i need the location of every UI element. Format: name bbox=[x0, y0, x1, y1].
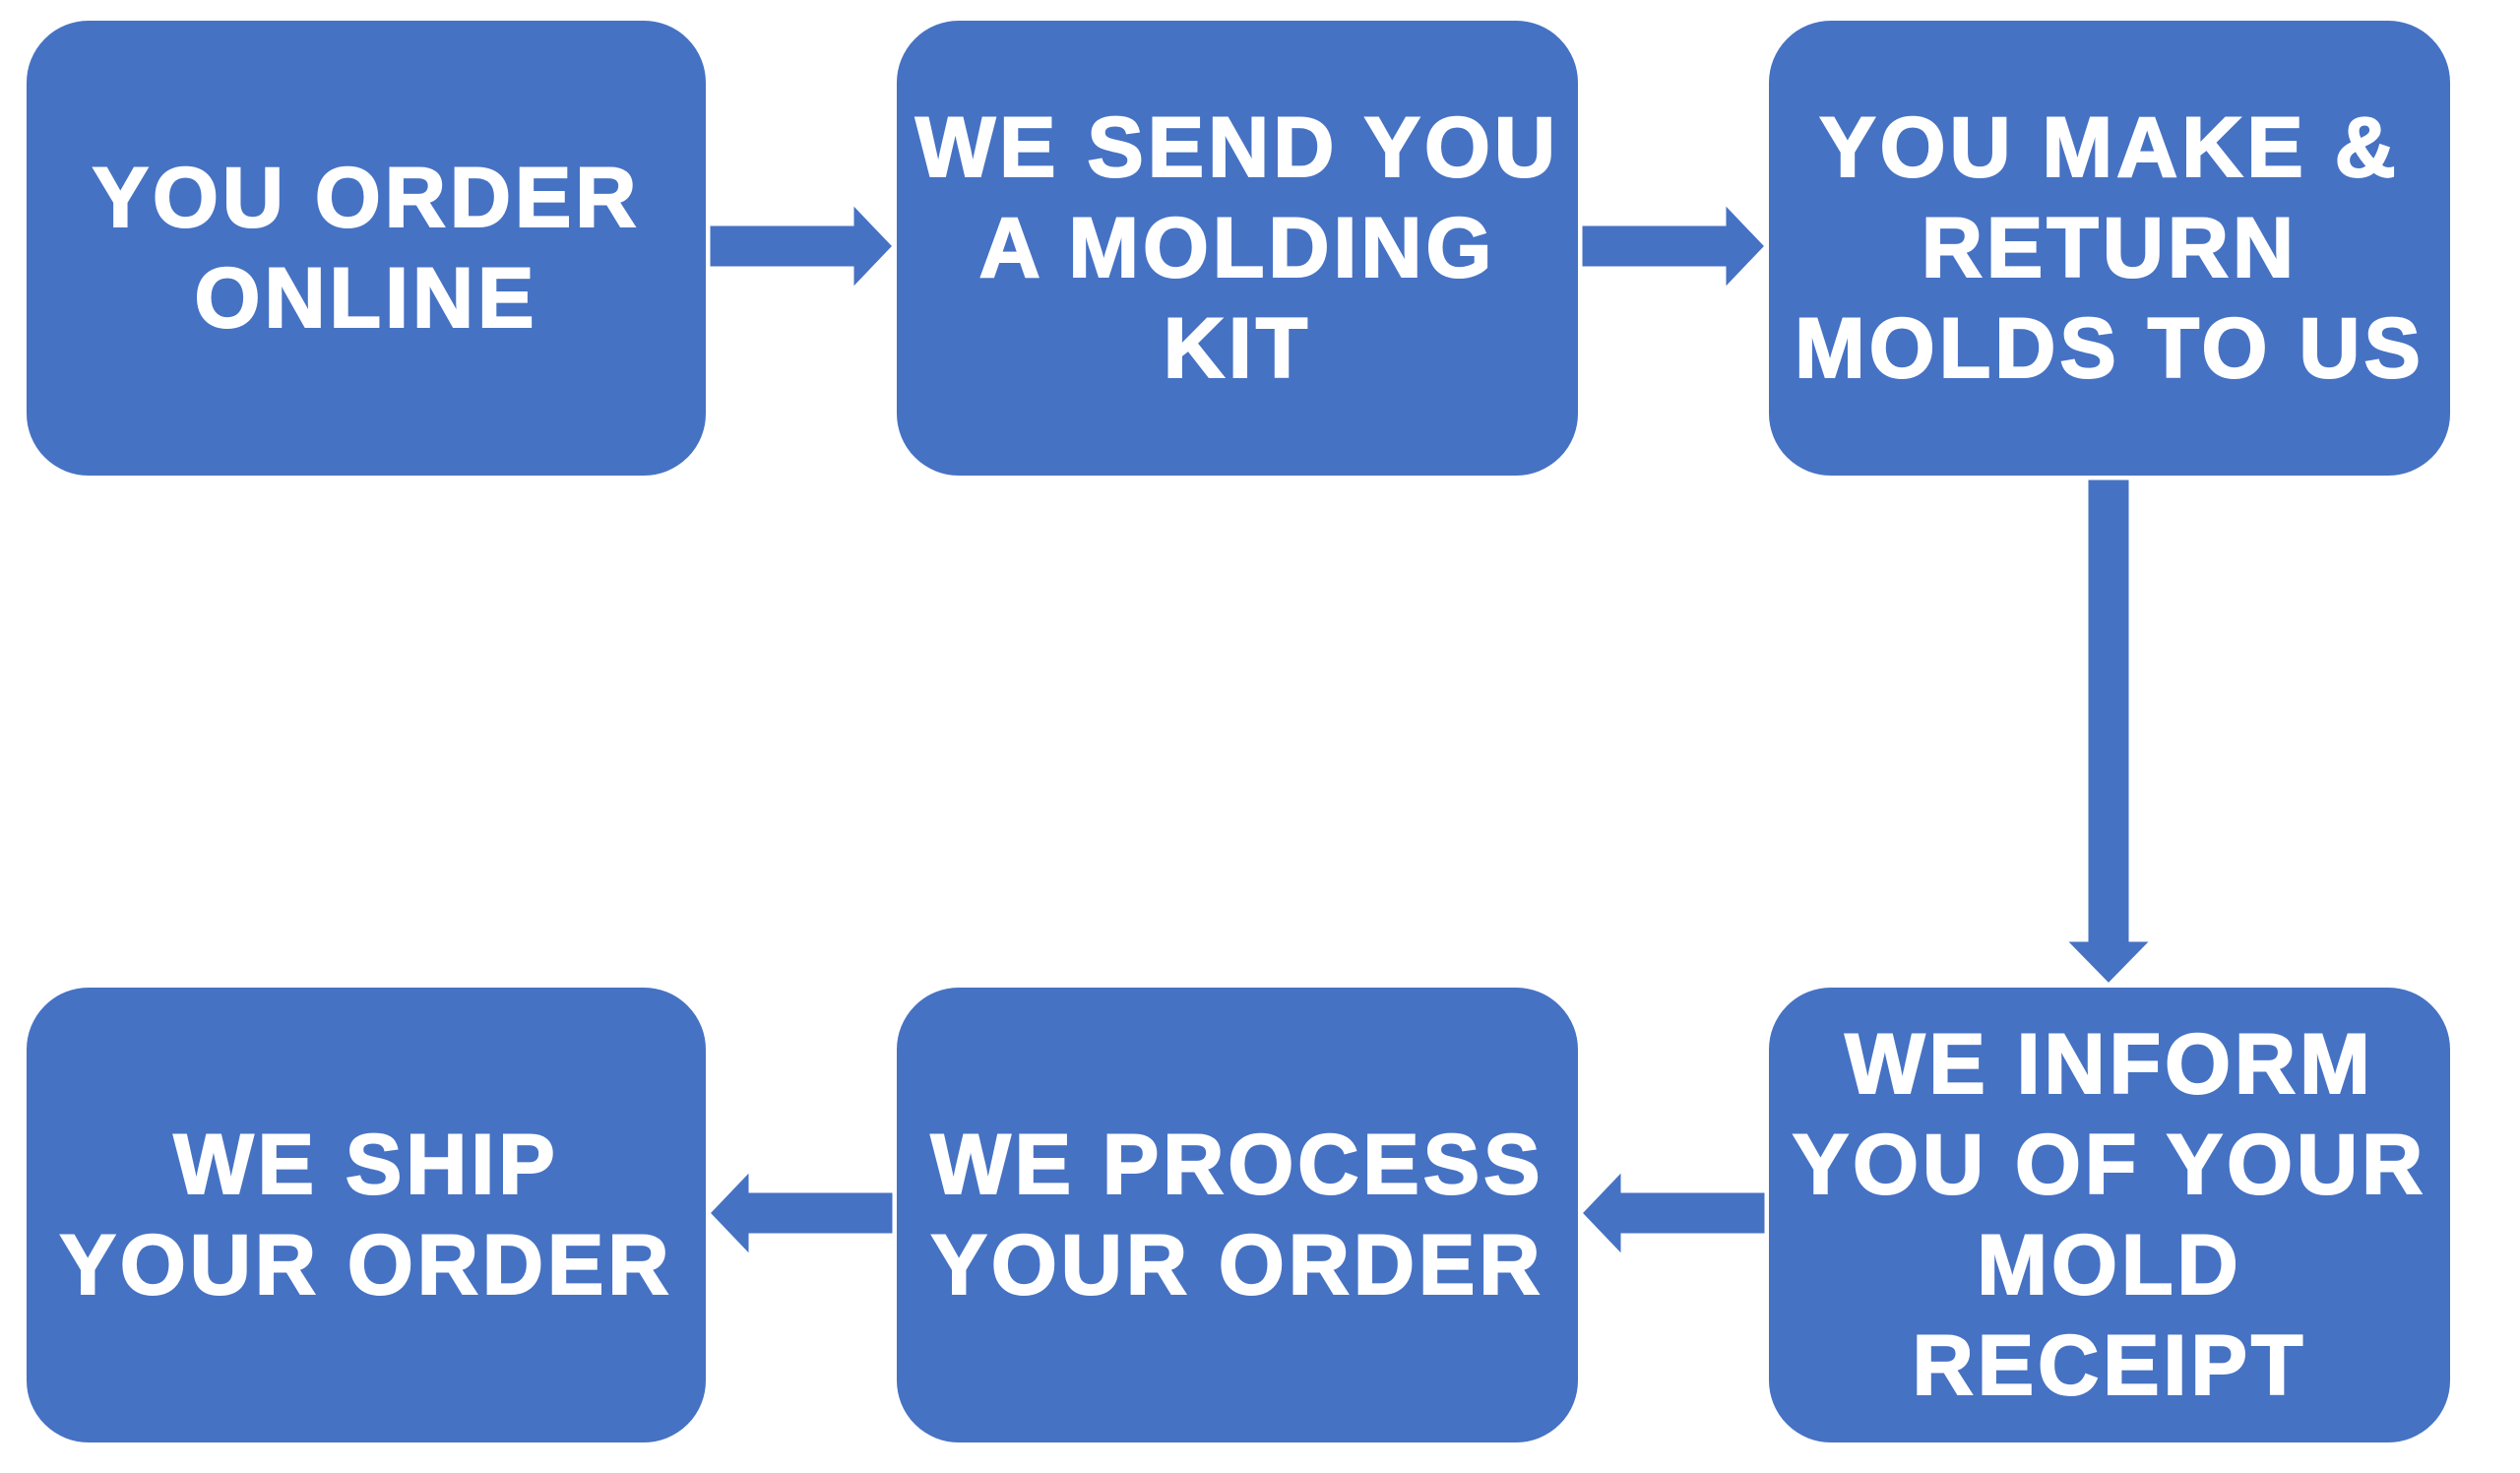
step-process-order-label: WE PROCESS YOUR ORDER bbox=[930, 1117, 1544, 1313]
step-ship-order-label: WE SHIP YOUR ORDER bbox=[59, 1117, 673, 1313]
step-inform-receipt: WE INFORM YOU OF YOUR MOLD RECEIPT bbox=[1766, 985, 2453, 1445]
arrow-return-to-inform bbox=[2061, 477, 2156, 988]
arrow-inform-to-process bbox=[1578, 1166, 1768, 1260]
arrow-order-to-send bbox=[707, 199, 897, 293]
step-order-online-label: YOU ORDER ONLINE bbox=[92, 150, 641, 347]
step-return-molds-label: YOU MAKE & RETURN MOLDS TO US bbox=[1794, 99, 2425, 397]
step-send-molding-kit: WE SEND YOU A MOLDING KIT bbox=[894, 18, 1581, 479]
step-return-molds: YOU MAKE & RETURN MOLDS TO US bbox=[1766, 18, 2453, 479]
step-process-order: WE PROCESS YOUR ORDER bbox=[894, 985, 1581, 1445]
step-send-molding-kit-label: WE SEND YOU A MOLDING KIT bbox=[914, 99, 1560, 397]
step-inform-receipt-label: WE INFORM YOU OF YOUR MOLD RECEIPT bbox=[1792, 1016, 2427, 1414]
step-order-online: YOU ORDER ONLINE bbox=[24, 18, 709, 479]
step-ship-order: WE SHIP YOUR ORDER bbox=[24, 985, 709, 1445]
arrow-send-to-return bbox=[1579, 199, 1769, 293]
arrow-process-to-ship bbox=[706, 1166, 896, 1260]
